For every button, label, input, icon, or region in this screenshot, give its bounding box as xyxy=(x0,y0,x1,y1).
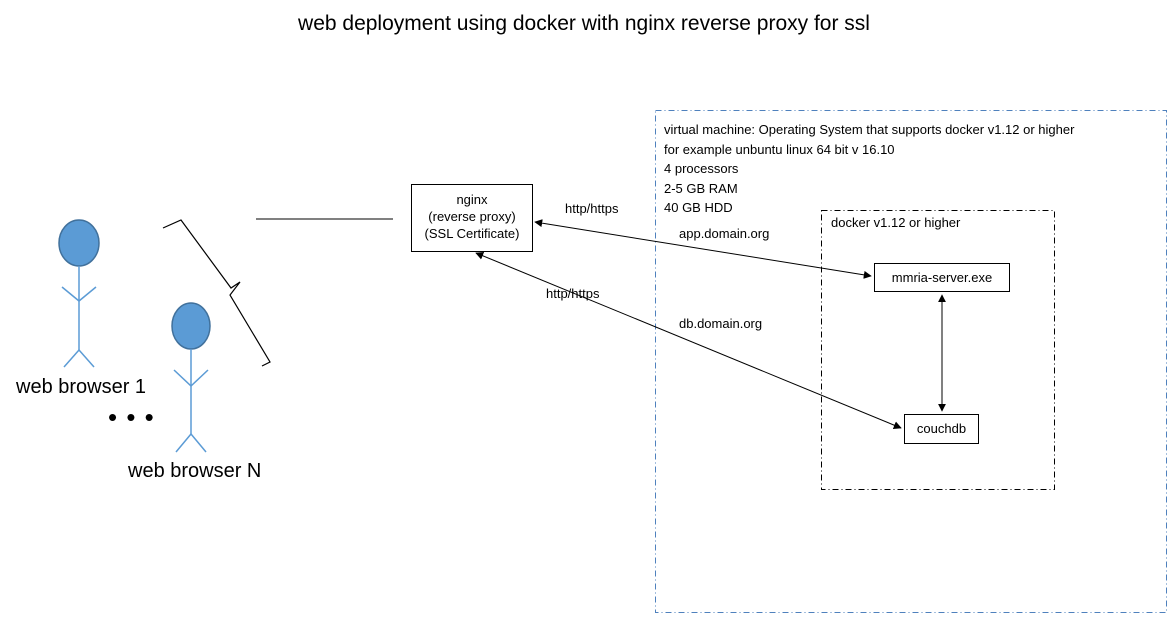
web-browser-1-label: web browser 1 xyxy=(16,376,147,398)
web-browser-n-person-icon xyxy=(171,302,211,453)
docker-boundary xyxy=(821,210,1055,490)
docker-label: docker v1.12 or higher xyxy=(831,215,961,230)
nginx-ssl-label: (SSL Certificate) xyxy=(424,226,520,241)
vm-ram-line: 2-5 GB RAM xyxy=(664,180,738,196)
diagram-title: web deployment using docker with nginx r… xyxy=(298,12,870,35)
more-users-ellipsis: • • • xyxy=(108,402,155,432)
mmria-server-node: mmria-server.exe xyxy=(874,263,1010,292)
db-protocol-label: http/https xyxy=(546,286,600,301)
couchdb-node: couchdb xyxy=(904,414,979,444)
web-browser-1-person-icon xyxy=(58,219,100,368)
vm-example-line: for example unbuntu linux 64 bit v 16.10 xyxy=(664,141,895,157)
virtual-machine-description: virtual machine: Operating System that s… xyxy=(664,120,1074,218)
db-domain-label: db.domain.org xyxy=(679,316,763,331)
nginx-couchdb-connector xyxy=(475,252,902,429)
vm-processors-line: 4 processors xyxy=(664,161,739,176)
users-brace xyxy=(162,219,271,367)
nginx-node: nginx (reverse proxy) (SSL Certificate) xyxy=(411,184,533,252)
nginx-role-label: (reverse proxy) xyxy=(428,209,516,224)
vm-os-line: virtual machine: Operating System that s… xyxy=(664,122,1075,137)
vm-hdd-line: 40 GB HDD xyxy=(664,200,733,215)
web-browser-n-label: web browser N xyxy=(128,460,262,482)
nginx-label: nginx xyxy=(456,192,488,207)
app-protocol-label: http/https xyxy=(565,201,619,216)
app-domain-label: app.domain.org xyxy=(679,226,770,241)
